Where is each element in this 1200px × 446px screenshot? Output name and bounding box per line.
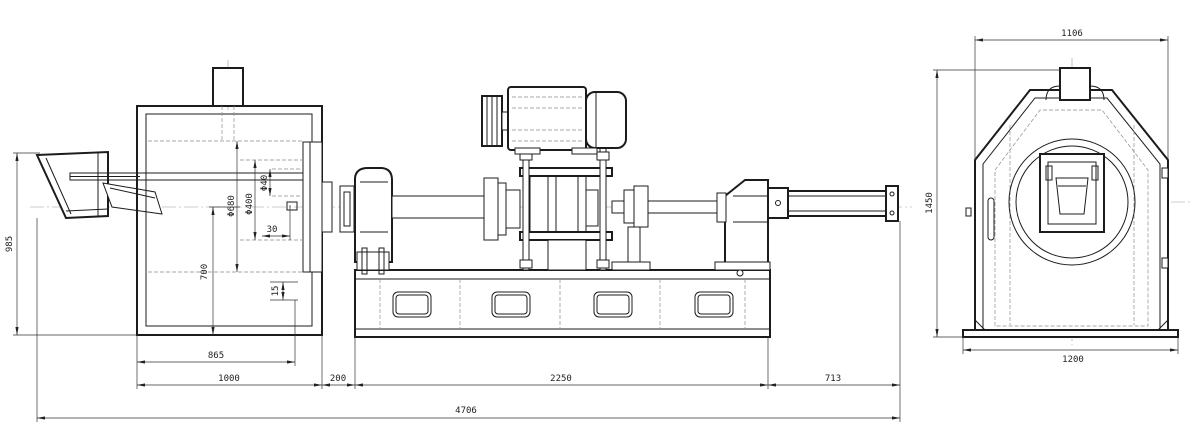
drum-housing: [136, 105, 333, 336]
dimension-label: Φ40: [260, 175, 270, 191]
frame-window: [491, 291, 531, 318]
right-gearbox: [714, 179, 771, 277]
dimension-cylinder-length: 713: [768, 374, 900, 387]
extension-lines: [36, 218, 901, 422]
left-coupling: [339, 185, 355, 233]
dimension-housing-gap: 200: [322, 374, 355, 387]
dimension-housing-width: 1000: [137, 374, 322, 387]
dimension-shaft: Φ40: [260, 169, 272, 196]
dimension-label: 2250: [550, 374, 572, 384]
dimension-offset: 30: [262, 205, 291, 240]
dimension-label: 700: [200, 264, 210, 280]
main-shaft: [391, 195, 485, 219]
dimension-label: 4706: [455, 406, 477, 416]
dimension-housing-inner-width: 865: [137, 351, 295, 364]
output-shaft: [611, 185, 723, 271]
dimension-label: 713: [825, 374, 841, 384]
dimension-label: 1106: [1061, 29, 1083, 39]
feed-hopper: [35, 150, 109, 220]
side-view-handles: [965, 167, 1169, 269]
dimension-label: 1200: [1062, 355, 1084, 365]
dimension-label: 985: [5, 236, 15, 252]
dimension-label: Φ680: [227, 195, 237, 217]
dimension-overall-length: 4706: [37, 406, 900, 420]
dimension-label: 865: [208, 351, 224, 361]
dimension-overall-height: 985: [5, 152, 137, 336]
dimension-label: 15: [271, 286, 281, 297]
side-view-drum: [1008, 138, 1136, 266]
gearbox-frame: [519, 142, 613, 271]
dimension-drive-length: 2250: [355, 374, 768, 387]
frame-window: [593, 291, 633, 318]
dimension-side-top-width: 1106: [974, 29, 1169, 160]
motor: [481, 86, 627, 155]
dimension-label: Φ400: [245, 193, 255, 215]
dimension-label: 1450: [925, 192, 935, 214]
dimension-label: 200: [330, 374, 346, 384]
side-view-chimney: [1045, 67, 1105, 101]
frame-window: [694, 291, 734, 318]
dimension-label: 30: [267, 225, 278, 235]
base-frame: [354, 269, 771, 338]
frame-window: [392, 291, 432, 318]
middle-coupling: [483, 177, 521, 241]
dimension-label: 1000: [218, 374, 240, 384]
hydraulic-cylinder: [767, 185, 899, 222]
chimney: [212, 67, 244, 142]
dimension-drum-inner: Φ400: [245, 160, 257, 240]
dimension-drum-outer: Φ680: [227, 141, 239, 272]
pillow-block: [354, 167, 393, 275]
dimension-center-height: 700: [200, 206, 240, 335]
dimension-gap: 15: [270, 281, 298, 301]
dimension-side-base-width: 1200: [962, 337, 1179, 365]
dimension-side-height: 1450: [925, 69, 1060, 338]
scraper: [102, 182, 163, 215]
